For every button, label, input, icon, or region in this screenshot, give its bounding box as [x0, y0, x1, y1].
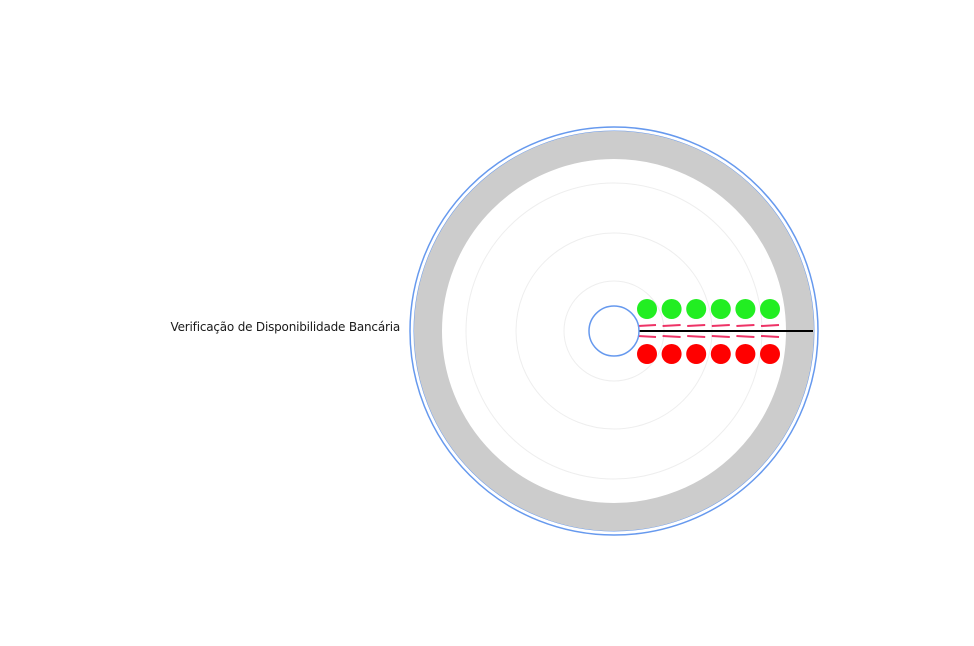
fail-dot [661, 344, 682, 364]
pass-dots [637, 299, 780, 319]
pass-dot [686, 299, 707, 319]
tick-mark [711, 335, 730, 338]
fail-dot [735, 344, 756, 364]
fail-dot [637, 344, 657, 364]
tick-mark [687, 324, 706, 327]
tick-mark [711, 324, 730, 327]
tick-mark [637, 335, 657, 338]
hub-circle [588, 305, 640, 357]
tick-marks [637, 324, 780, 338]
fail-dots [637, 344, 780, 364]
pass-dot [637, 299, 657, 319]
tick-mark [687, 335, 706, 338]
diagram-label: Verificação de Disponibilidade Bancária [170, 320, 401, 334]
fail-dot [686, 344, 707, 364]
fail-dot [710, 344, 731, 364]
tick-mark [736, 335, 755, 338]
tick-mark [760, 335, 780, 338]
tick-mark [662, 335, 681, 338]
outer-ring-outer-border [409, 126, 819, 536]
pass-dot [710, 299, 731, 319]
tick-mark [760, 324, 780, 327]
pass-dot [661, 299, 682, 319]
tick-mark [662, 324, 681, 327]
tick-mark [637, 324, 657, 327]
fail-dot [760, 344, 780, 364]
tick-mark [736, 324, 755, 327]
pass-dot [760, 299, 780, 319]
pass-dot [735, 299, 756, 319]
